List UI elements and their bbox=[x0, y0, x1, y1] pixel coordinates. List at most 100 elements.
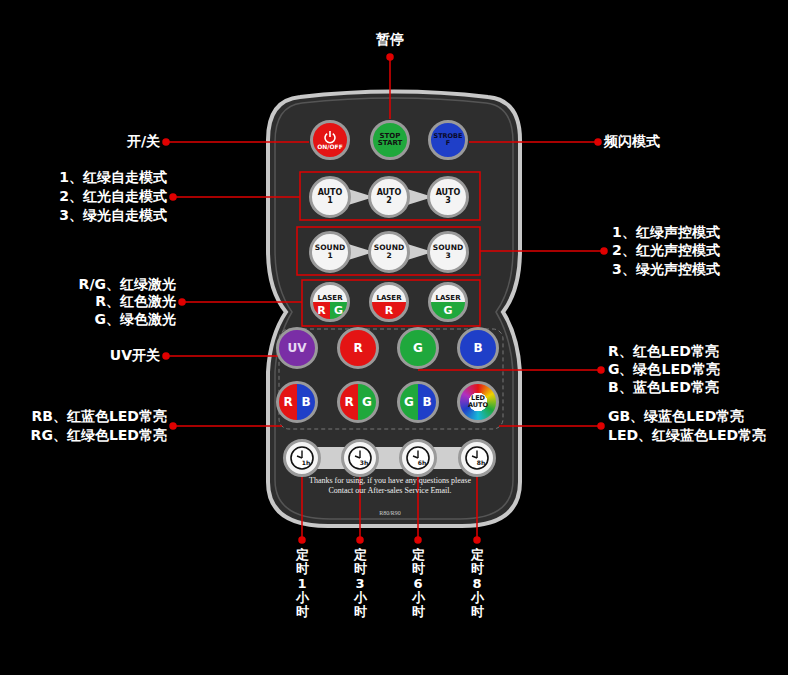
callout-label: 1、红绿声控模式 bbox=[612, 224, 720, 242]
timer-text: 8h bbox=[461, 460, 493, 466]
button-label: 3h bbox=[360, 460, 368, 466]
clock-icon bbox=[289, 445, 315, 471]
callout-label: GB、绿蓝色LED常亮 bbox=[608, 408, 744, 426]
callout-label: B、蓝色LED常亮 bbox=[608, 379, 719, 397]
clock-face bbox=[291, 447, 313, 469]
group-box bbox=[300, 172, 480, 220]
remote-body bbox=[268, 92, 520, 527]
label-stack: SOUND 2 bbox=[371, 234, 407, 270]
label-stack: SOUND 1 bbox=[312, 234, 348, 270]
vertical-callout: 定时3小时 bbox=[354, 548, 367, 619]
label-stack: B bbox=[460, 330, 496, 366]
remote-button: 1h bbox=[283, 439, 321, 477]
remote-button: SOUND 1 bbox=[309, 231, 351, 273]
label-stack: STROBE F bbox=[431, 123, 465, 157]
label-stack: UV bbox=[279, 330, 315, 366]
remote-button: AUTO 3 bbox=[427, 176, 469, 218]
callout-label: 3、绿光自走模式 bbox=[59, 207, 167, 225]
label-stack: AUTO 2 bbox=[371, 179, 407, 215]
clock-hand bbox=[301, 451, 302, 459]
remote-button: SOUND 3 bbox=[427, 231, 469, 273]
remote-button: AUTO 1 bbox=[309, 176, 351, 218]
half: B bbox=[418, 384, 436, 420]
half: G bbox=[400, 384, 418, 420]
remote-button: STROBE F bbox=[428, 120, 468, 160]
clock-hand bbox=[297, 456, 302, 458]
remote-button: 3h bbox=[341, 439, 379, 477]
button-label: R bbox=[344, 396, 353, 409]
button-label: 6h bbox=[418, 460, 426, 466]
clock-hand bbox=[417, 451, 418, 459]
button-label: LASER bbox=[376, 295, 401, 302]
label-stack: AUTO 1 bbox=[312, 179, 348, 215]
callout-label: 1、红绿自走模式 bbox=[59, 169, 167, 187]
clock-hand bbox=[472, 456, 477, 458]
clock-hand bbox=[413, 456, 418, 458]
button-label: SOUND 2 bbox=[374, 244, 404, 260]
remote-button: LASER G bbox=[428, 282, 468, 322]
laser-bottom: G bbox=[330, 302, 347, 319]
timer-text: 3h bbox=[344, 460, 376, 466]
button-label: R bbox=[353, 342, 362, 355]
label-stack: STOP START bbox=[373, 123, 407, 157]
label-stack: R bbox=[340, 330, 376, 366]
remote-button: ON/OFF bbox=[310, 120, 350, 160]
remote-button: B bbox=[457, 327, 499, 369]
callout-label: G、绿色LED常亮 bbox=[608, 361, 720, 379]
button-label: STROBE F bbox=[433, 133, 462, 147]
label-stack: AUTO 3 bbox=[430, 179, 466, 215]
callout-label: RB、红蓝色LED常亮 bbox=[31, 408, 167, 426]
clock-face bbox=[407, 447, 429, 469]
model-number: R80/R90 bbox=[379, 510, 401, 518]
button-label: STOP START bbox=[378, 133, 403, 148]
remote-button: RB bbox=[276, 381, 318, 423]
half: B bbox=[297, 384, 315, 420]
button-label: 1h bbox=[302, 460, 310, 466]
laser-bottom: R bbox=[313, 302, 330, 319]
remote-button: G bbox=[397, 327, 439, 369]
button-label: LASER bbox=[317, 295, 342, 302]
group-box bbox=[302, 280, 480, 326]
half: R bbox=[340, 384, 358, 420]
vertical-callout: 定时8小时 bbox=[471, 548, 484, 619]
clock-hand bbox=[355, 456, 360, 458]
laser-bottom: R bbox=[372, 302, 406, 319]
button-label: G bbox=[362, 396, 372, 409]
remote-button: STOP START bbox=[370, 120, 410, 160]
clock-icon bbox=[405, 445, 431, 471]
vertical-callout: 定时1小时 bbox=[296, 548, 309, 619]
remote-button: 8h bbox=[458, 439, 496, 477]
button-label: UV bbox=[287, 342, 306, 355]
callout-label: 频闪模式 bbox=[604, 133, 660, 151]
button-label: SOUND 1 bbox=[315, 244, 345, 260]
label-stack: G bbox=[400, 330, 436, 366]
button-label: G bbox=[334, 305, 343, 317]
remote-button: LASER R bbox=[369, 282, 409, 322]
laser-top: LASER bbox=[313, 285, 347, 302]
clock-face bbox=[466, 447, 488, 469]
button-label: SOUND 3 bbox=[433, 244, 463, 260]
label-stack: SOUND 3 bbox=[430, 234, 466, 270]
button-label: G bbox=[413, 342, 423, 355]
button-label: AUTO 1 bbox=[318, 189, 343, 206]
button-label: ON/OFF bbox=[317, 144, 343, 150]
callout-label: RG、红绿色LED常亮 bbox=[31, 427, 167, 445]
timer-text: 1h bbox=[286, 460, 318, 466]
button-label: B bbox=[473, 342, 482, 355]
callout-label: UV开关 bbox=[110, 347, 160, 365]
group-box bbox=[297, 227, 480, 275]
button-label: G bbox=[443, 305, 452, 317]
laser-bottom: G bbox=[431, 302, 465, 319]
remote-button: LASER RG bbox=[310, 282, 350, 322]
clock-icon bbox=[347, 445, 373, 471]
callout-label: 2、红光自走模式 bbox=[59, 188, 167, 206]
power-bar bbox=[329, 131, 331, 137]
button-label: R bbox=[385, 305, 393, 317]
button-label: R bbox=[317, 305, 325, 317]
timer-text: 6h bbox=[402, 460, 434, 466]
remote-button: 6h bbox=[399, 439, 437, 477]
button-label: LASER bbox=[435, 295, 460, 302]
notice-text: Thanks for using, if you have any questi… bbox=[305, 476, 475, 495]
vertical-callout: 定时6小时 bbox=[412, 548, 425, 619]
